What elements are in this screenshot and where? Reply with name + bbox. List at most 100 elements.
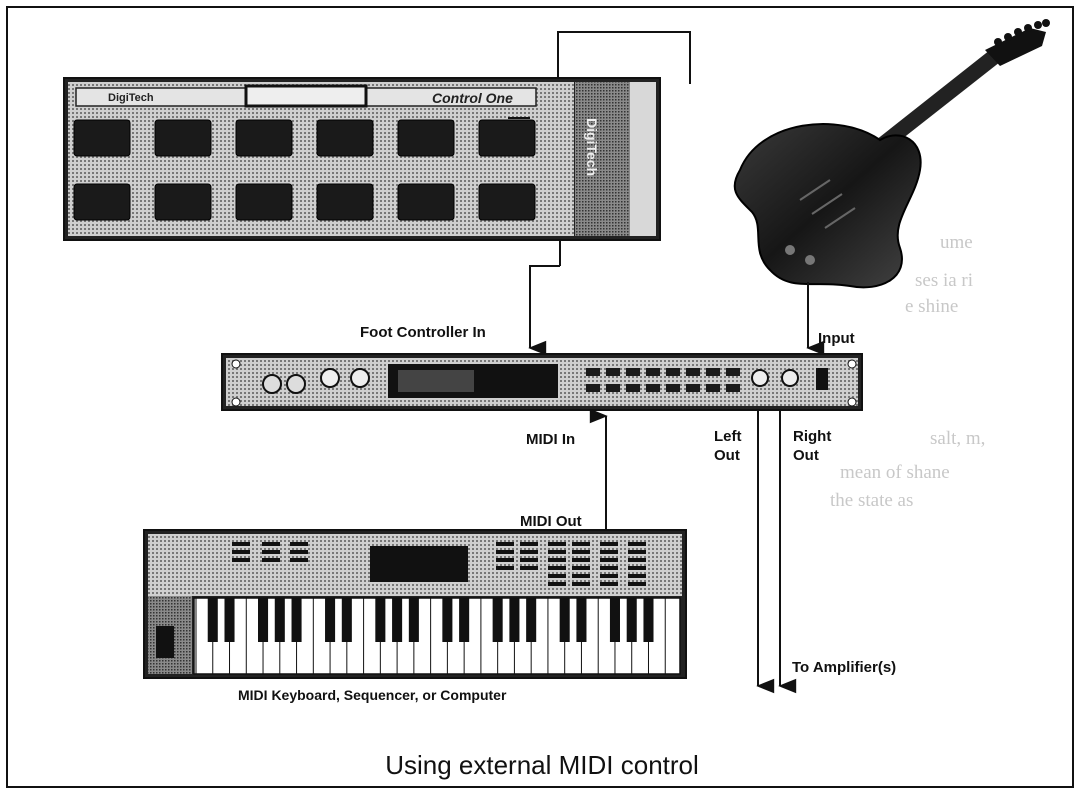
rack-processor <box>221 353 863 411</box>
keyboard-control <box>290 558 308 562</box>
keyboard-keys <box>195 598 666 674</box>
rack-button <box>606 384 620 392</box>
keyboard-control <box>496 558 514 562</box>
left-out-line1: Left <box>714 428 742 445</box>
keyboard-control-panel <box>232 542 646 586</box>
rack-button <box>646 368 660 376</box>
black-key <box>643 598 654 642</box>
keyboard-control <box>262 558 280 562</box>
black-key <box>459 598 470 642</box>
keyboard-control <box>520 566 538 570</box>
footswitch <box>478 119 536 157</box>
footswitch <box>235 183 293 221</box>
footswitch <box>235 119 293 157</box>
black-key <box>492 598 503 642</box>
keyboard-control <box>600 550 618 554</box>
footswitch-grid <box>73 119 536 221</box>
keyboard-control <box>600 558 618 562</box>
keyboard-control <box>572 558 590 562</box>
bleed-text: ses ia ri <box>915 270 974 291</box>
keyboard-control <box>262 542 280 546</box>
keyboard-control <box>548 558 566 562</box>
right-out-line1: Right <box>793 428 832 445</box>
black-key <box>626 598 637 642</box>
keyboard-control <box>290 550 308 554</box>
rack-button <box>646 384 660 392</box>
figure-frame <box>6 6 1074 788</box>
footswitch <box>316 119 374 157</box>
right-out-label: Right Out <box>793 428 831 466</box>
keyboard-control <box>628 574 646 578</box>
bleed-text: salt, m, <box>930 428 986 449</box>
left-out-line2: Out <box>714 446 740 464</box>
input-label: Input <box>818 330 855 347</box>
rack-button <box>686 368 700 376</box>
keyboard-control <box>496 550 514 554</box>
footswitch <box>154 119 212 157</box>
keyboard-control <box>600 566 618 570</box>
bleed-text: the state as <box>830 490 914 511</box>
keyboard-control <box>548 582 566 586</box>
keyboard-control <box>548 542 566 546</box>
keyboard-control <box>290 542 308 546</box>
keyboard-control <box>628 542 646 546</box>
keyboard-control <box>496 566 514 570</box>
keyboard-control <box>628 558 646 562</box>
rack-button <box>666 368 680 376</box>
keyboard-control <box>232 550 250 554</box>
black-key <box>576 598 587 642</box>
foot-controller-in-label: Foot Controller In <box>360 324 486 341</box>
keyboard-control <box>572 566 590 570</box>
midi-in-label: MIDI In <box>526 431 576 448</box>
keyboard-control <box>628 582 646 586</box>
black-key <box>509 598 520 642</box>
black-key <box>442 598 453 642</box>
rack-button <box>586 368 600 376</box>
keyboard-control <box>520 550 538 554</box>
footswitch <box>478 183 536 221</box>
black-key <box>559 598 570 642</box>
keyboard-control <box>496 542 514 546</box>
footswitch <box>73 119 131 157</box>
keyboard-label: MIDI Keyboard, Sequencer, or Computer <box>238 687 507 703</box>
bleed-text: mean of shane <box>840 462 950 483</box>
keyboard-control <box>628 550 646 554</box>
fc-model-logo: Control One <box>432 90 513 106</box>
keyboard-control <box>548 566 566 570</box>
footswitch <box>397 183 455 221</box>
keyboard-control <box>572 550 590 554</box>
black-key <box>207 598 218 642</box>
bleed-text: e shine <box>905 296 959 317</box>
midi-out-label: MIDI Out <box>520 513 582 530</box>
black-key <box>526 598 537 642</box>
rack-button <box>706 368 720 376</box>
keyboard-control <box>232 542 250 546</box>
footswitch <box>73 183 131 221</box>
black-key <box>392 598 403 642</box>
keyboard-control <box>628 566 646 570</box>
footswitch <box>316 183 374 221</box>
to-amplifier-label: To Amplifier(s) <box>792 659 897 676</box>
fc-side-logo: DigiTech <box>584 118 600 176</box>
bleed-text: ume <box>940 232 973 253</box>
keyboard-control <box>572 574 590 578</box>
keyboard-control <box>572 582 590 586</box>
black-key <box>274 598 285 642</box>
keyboard-control <box>548 574 566 578</box>
black-key <box>341 598 352 642</box>
keyboard-control <box>232 558 250 562</box>
keyboard-control <box>520 558 538 562</box>
black-key <box>375 598 386 642</box>
rack-button <box>626 368 640 376</box>
rack-button-panel <box>586 368 740 392</box>
keyboard-control <box>600 574 618 578</box>
foot-controller <box>63 77 661 241</box>
keyboard-control <box>548 550 566 554</box>
rack-button <box>606 368 620 376</box>
figure-caption: Using external MIDI control <box>385 750 699 780</box>
rack-button <box>666 384 680 392</box>
rack-button <box>726 384 740 392</box>
fc-brand-logo: DigiTech <box>108 92 154 104</box>
black-key <box>224 598 235 642</box>
